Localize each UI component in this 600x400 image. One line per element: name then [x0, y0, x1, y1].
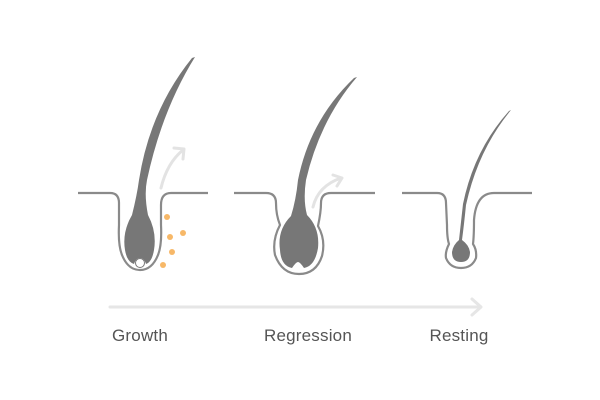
phase-label-growth: Growth: [112, 326, 168, 345]
hair-shaft: [452, 110, 511, 262]
growth-cells: [160, 214, 186, 268]
phase-label-resting: Resting: [429, 326, 489, 345]
phase-label-regression: Regression: [264, 326, 352, 345]
cell-dot: [169, 249, 175, 255]
follicle-growth: [78, 57, 208, 272]
skin-follicle-outline: [402, 191, 532, 270]
timeline-arrow-icon: [108, 297, 483, 317]
skin-follicle-outline: [78, 191, 208, 272]
cell-dot: [164, 214, 170, 220]
hair-shaft: [279, 77, 357, 268]
hair-shaft: [124, 57, 195, 264]
regression-arrow-icon: [311, 173, 344, 209]
cell-dot: [160, 262, 166, 268]
follicle-regression: [234, 77, 375, 276]
cell-dot: [180, 230, 186, 236]
follicle-resting: [402, 110, 532, 270]
skin-follicle-outline: [234, 191, 375, 276]
cell-dot: [167, 234, 173, 240]
dermal-papilla: [135, 258, 145, 268]
growth-arrow-icon: [159, 146, 186, 190]
